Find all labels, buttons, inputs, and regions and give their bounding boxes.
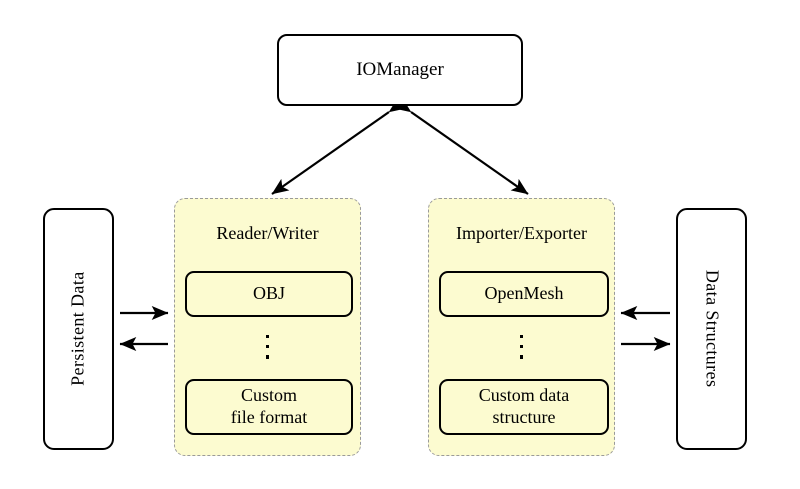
data-structures-label: Data Structures <box>702 270 723 388</box>
plugin-custom-file-format-label-line2: file format <box>230 407 308 427</box>
io-manager-label: IOManager <box>356 58 444 80</box>
plugin-custom-file-format-label-line1: Custom <box>240 385 297 406</box>
panel-reader-writer: Reader/Writer OBJ Custom file format <box>174 198 361 456</box>
io-manager-node: IOManager <box>277 34 523 106</box>
plugin-custom-data-structure: Custom data structure <box>439 379 609 435</box>
persistent-data-label: Persistent Data <box>67 271 88 387</box>
importer-exporter-ellipsis-icon <box>429 335 614 359</box>
plugin-obj-label: OBJ <box>252 283 285 304</box>
reader-writer-ellipsis-icon <box>175 335 360 359</box>
arrow-manager-reader-writer <box>271 96 407 195</box>
plugin-openmesh-label: OpenMesh <box>484 283 564 304</box>
plugin-openmesh: OpenMesh <box>439 271 609 317</box>
panel-importer-exporter: Importer/Exporter OpenMesh Custom data s… <box>428 198 615 456</box>
plugin-custom-file-format: Custom file format <box>185 379 353 435</box>
panel-importer-exporter-title: Importer/Exporter <box>456 223 587 243</box>
persistent-data-node: Persistent Data <box>43 208 114 450</box>
plugin-custom-data-structure-label-line1: Custom data <box>478 385 570 406</box>
plugin-obj: OBJ <box>185 271 353 317</box>
plugin-custom-data-structure-label-line2: structure <box>492 407 556 427</box>
data-structures-node: Data Structures <box>676 208 747 450</box>
panel-reader-writer-title: Reader/Writer <box>216 223 319 243</box>
arrow-manager-importer-exporter <box>393 96 529 195</box>
